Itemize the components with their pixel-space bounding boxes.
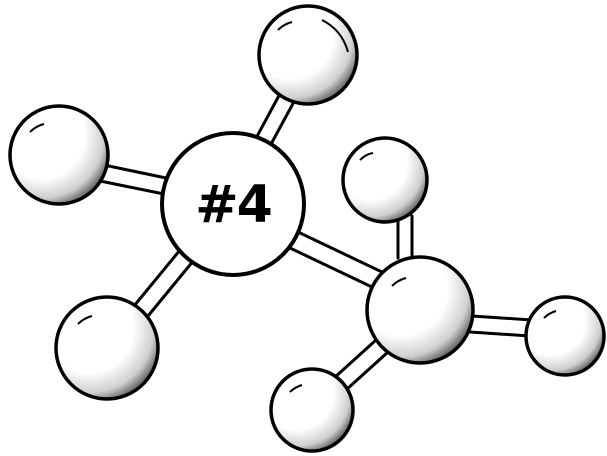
atom-upper-right <box>341 136 429 224</box>
bond-right-upper <box>396 214 414 260</box>
atom-bottom <box>269 367 355 453</box>
atom-left <box>8 104 110 206</box>
bond-right-bottom <box>332 338 390 392</box>
bond-right-far <box>468 314 534 338</box>
center-atom-label: #4 <box>195 175 271 235</box>
atom-top <box>257 4 359 106</box>
bond-center-right <box>288 230 384 290</box>
atom-far-right <box>524 295 606 377</box>
bond-center-left <box>98 163 168 196</box>
bond-center-bottomleft <box>132 248 196 318</box>
atom-bottom-left <box>54 295 160 401</box>
bond-center-top <box>253 88 298 148</box>
atom-center <box>160 131 306 277</box>
atom-right <box>365 255 475 365</box>
